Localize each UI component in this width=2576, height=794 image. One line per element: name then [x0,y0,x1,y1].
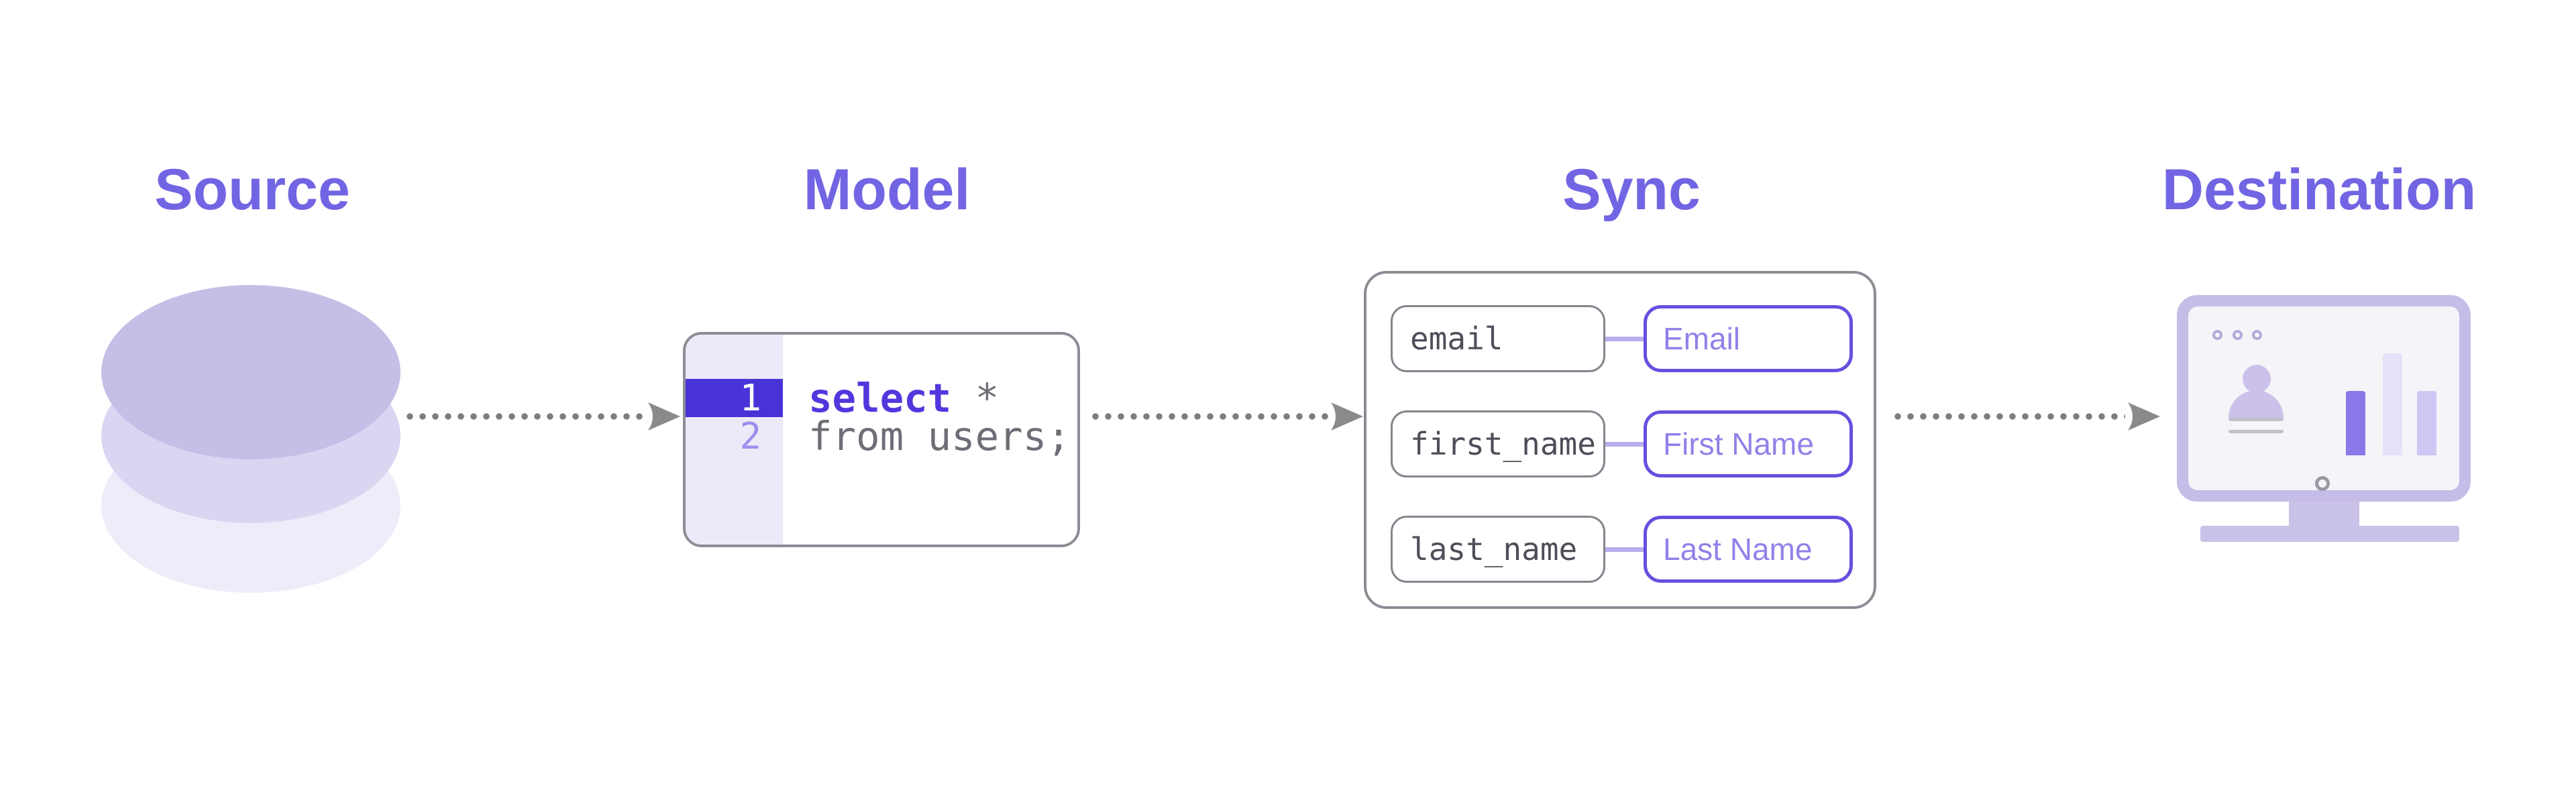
code-line-2: from users; [808,413,1071,459]
window-dot-icon [2252,330,2262,340]
mapping-row-last-name: last_name Last Name [1366,516,1874,583]
db-disk-top [101,285,400,459]
stage-label-source: Source [154,158,350,222]
monitor-stand-neck [2289,500,2359,527]
destination-field-pill: Email [1644,305,1853,372]
monitor-frame [2177,295,2471,502]
stage-label-model: Model [803,158,971,222]
mapping-connector [1605,547,1644,552]
window-dot-icon [2233,330,2243,340]
bar-chart-icon-bar [2417,391,2436,455]
mapping-row-first-name: first_name First Name [1366,410,1874,477]
dotted-line [1894,412,2125,420]
code-line-1: select * [808,378,999,418]
model-code-editor: 1 2 select * from users; [683,332,1080,547]
arrowhead-icon [1331,402,1363,431]
dotted-line [407,412,645,420]
bar-chart-icon-bar [2346,391,2365,455]
source-field-pill: first_name [1391,410,1605,477]
source-field-pill: last_name [1391,516,1605,583]
highlighted-line-bar [686,379,783,417]
mapping-connector [1605,442,1644,447]
monitor-button-icon [2315,476,2330,491]
sync-mapping-box: email Email first_name First Name last_n… [1364,271,1876,609]
bar-chart-icon-bar [2383,353,2402,455]
arrowhead-icon [648,402,680,431]
mapping-row-email: email Email [1366,305,1874,372]
destination-field-pill: First Name [1644,410,1853,477]
destination-field-pill: Last Name [1644,516,1853,583]
stage-label-destination: Destination [2161,158,2477,222]
source-field-pill: email [1391,305,1605,372]
sql-keyword: select [808,375,952,421]
line-number-gutter [686,335,783,545]
mapping-connector [1605,337,1644,341]
stage-label-sync: Sync [1562,158,1701,222]
arrowhead-icon [2128,402,2160,431]
person-icon [2243,365,2271,393]
text-line-decoration [2229,430,2284,433]
person-icon [2229,390,2284,418]
monitor-stand-base [2200,526,2459,542]
line-number-2: 2 [739,415,761,457]
sql-line1-rest: * [951,375,1000,421]
dotted-line [1092,412,1330,420]
window-dot-icon [2212,330,2222,340]
text-line-decoration [2229,418,2284,421]
monitor-screen [2188,306,2459,491]
line-number-1: 1 [739,377,761,419]
